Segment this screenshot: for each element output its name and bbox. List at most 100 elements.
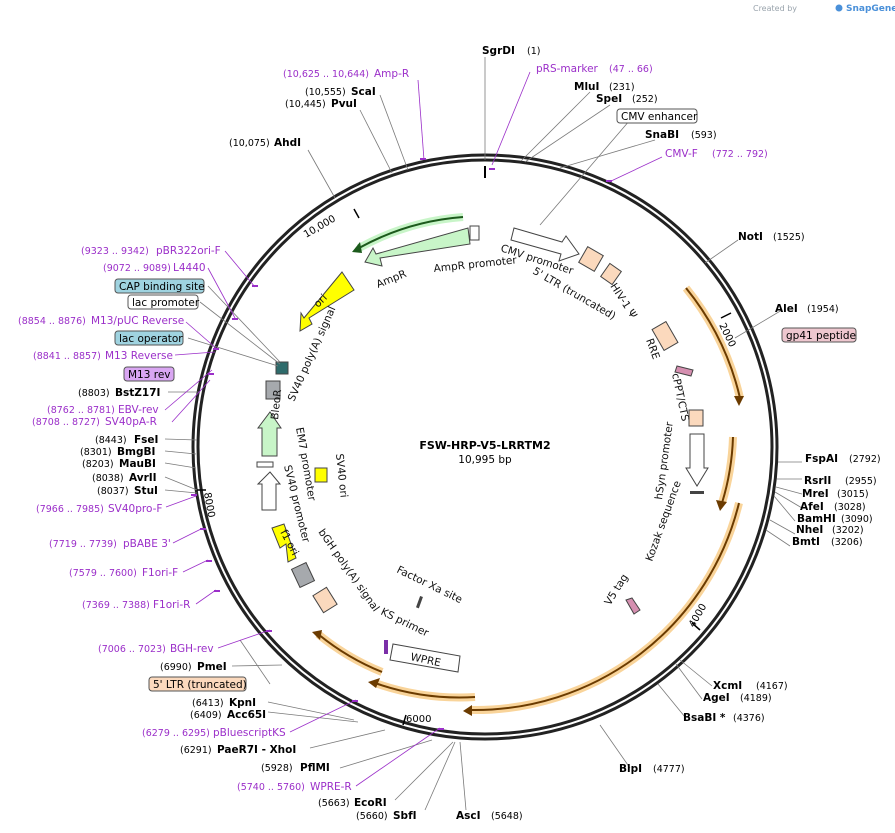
enzyme-xcmi: XcmI (713, 680, 742, 692)
enzyme-sgrdi: SgrDI (482, 45, 515, 57)
sv40-polya-shape (275, 361, 289, 375)
enzyme-acc65i: Acc65I (227, 709, 266, 721)
snapgene-brand: SnapGene (846, 4, 895, 14)
primer-cmv-f-pos: (772 .. 792) (712, 149, 768, 160)
ori-arrow (299, 271, 355, 332)
enzyme-xcmi-pos: (4167) (756, 681, 788, 692)
bgh-polya-shape (290, 561, 316, 589)
box-gp41-peptide (781, 327, 857, 343)
enzyme-pflmi-pos: (5928) (261, 763, 293, 774)
enzyme-pvui: PvuI (331, 98, 357, 110)
v5-tag-shape (625, 597, 641, 615)
primer-ebv-rev-pos: (8762 .. 8781) (47, 405, 115, 416)
bleor-arrow (257, 411, 282, 457)
plasmid-length: 10,995 bp (458, 454, 512, 466)
enzyme-sbfi: SbfI (393, 810, 417, 822)
plasmid-name: FSW-HRP-V5-LRRTM2 (419, 439, 550, 452)
box-cap-binding-site-text: CAP binding site (119, 281, 205, 293)
primer-f1ori-r: F1ori-R (153, 599, 190, 611)
features (256, 225, 709, 673)
enzyme-fspai: FspAI (805, 453, 838, 465)
feature-bleor: BleoR (269, 389, 284, 420)
enzyme-nhei: NheI (796, 524, 823, 536)
f1-ori-arrow (271, 523, 297, 563)
enzyme-scai-pos: (10,555) (305, 87, 346, 98)
enzyme-bmgbi: BmgBI (117, 446, 155, 458)
enzyme-agei: AgeI (703, 692, 730, 704)
enzyme-paer7i-xhoi-pos: (6291) (180, 745, 212, 756)
enzyme-mlui-pos: (231) (609, 82, 635, 93)
primer-bgh-rev-pos: (7006 .. 7023) (98, 644, 166, 655)
primer-wpre-r-pos: (5740 .. 5760) (237, 782, 305, 793)
feature-v5-tag: V5 tag (602, 572, 630, 608)
primer-leader-lines (164, 71, 663, 787)
enzyme-ahdi-pos: (10,075) (229, 138, 270, 149)
enzyme-fsei-pos: (8443) (95, 435, 127, 446)
feature-factor-xa: Factor Xa site (395, 564, 464, 606)
primer-cmv-f: CMV-F (665, 148, 698, 160)
ltr-truncated-bottom-shape (312, 586, 338, 614)
primer-m13-reverse: M13 Reverse (105, 350, 173, 362)
enzyme-snabi: SnaBI (645, 129, 679, 141)
enzyme-sgrdi-pos: (1) (527, 46, 540, 57)
enzyme-pmei-pos: (6990) (160, 662, 192, 673)
primer-pbr322ori-f-pos: (9323 .. 9342) (81, 246, 149, 257)
hsyn-promoter-arrow (685, 433, 709, 487)
ks-primer-shape (384, 640, 388, 654)
ampr-promoter-shape (469, 225, 480, 241)
enzyme-bamhi: BamHI (797, 513, 836, 525)
enzyme-mlui: MluI (574, 81, 599, 93)
enzyme-bsabi: BsaBI * (683, 712, 726, 724)
enzyme-avrii-pos: (8038) (92, 473, 124, 484)
primer-sv40pa-r: SV40pA-R (105, 416, 157, 428)
box-m13-rev-text: M13 rev (128, 369, 171, 381)
feature-ampr-promoter: AmpR promoter (433, 254, 518, 275)
enzyme-mrei: MreI (802, 488, 829, 500)
enzyme-noti: NotI (738, 231, 763, 243)
rre-shape (651, 320, 679, 352)
enzyme-bamhi-pos: (3090) (841, 514, 873, 525)
primer-amp-r-pos: (10,625 .. 10,644) (283, 69, 369, 80)
enzyme-stui-pos: (8037) (97, 486, 129, 497)
primer-sv40pro-f: SV40pro-F (108, 503, 162, 515)
lac-region-shape (265, 380, 281, 400)
primer-m13-puc-reverse-pos: (8854 .. 8876) (18, 316, 86, 327)
box-cap-binding-site (114, 278, 205, 294)
enzyme-pflmi: PflMI (300, 762, 330, 774)
enzyme-bmgbi-pos: (8301) (80, 447, 112, 458)
enzyme-labels: SgrDI (1) MluI (231) SpeI (252) SnaBI (5… (78, 45, 881, 822)
primer-wpre-r: WPRE-R (310, 781, 352, 793)
enzyme-alei-pos: (1954) (807, 304, 839, 315)
primer-sv40pro-f-pos: (7966 .. 7985) (36, 504, 104, 515)
enzyme-paer7i-xhoi: PaeR7I - XhoI (217, 744, 296, 756)
primer-pbabe-3-pos: (7719 .. 7739) (49, 539, 117, 550)
snapgene-logo-icon (835, 4, 843, 12)
primer-l4440-pos: (9072 .. 9089) (103, 263, 171, 274)
enzyme-nhei-pos: (3202) (832, 525, 864, 536)
tick-8000: 8000 (201, 492, 216, 519)
em7-promoter-shape (256, 461, 274, 468)
tick-6000: 6000 (406, 714, 431, 725)
enzyme-scai: ScaI (351, 86, 376, 98)
boxed-labels: CMV enhancer gp41 peptide CAP binding si… (114, 108, 857, 692)
enzyme-kpni: KpnI (229, 697, 256, 709)
enzyme-fspai-pos: (2792) (849, 454, 881, 465)
enzyme-kpni-pos: (6413) (192, 698, 224, 709)
sv40-ori-shape (314, 467, 328, 483)
primer-prs-marker: pRS-marker (536, 63, 599, 75)
enzyme-snabi-pos: (593) (691, 130, 717, 141)
primer-bgh-rev: BGH-rev (170, 643, 214, 655)
cmv-promoter-arrow (510, 227, 580, 262)
primer-m13-puc-reverse: M13/pUC Reverse (91, 315, 184, 327)
enzyme-blpi-pos: (4777) (653, 764, 685, 775)
enzyme-bstz17i: BstZ17I (115, 387, 160, 399)
kozak-shape (690, 491, 704, 494)
ampr-arrow (364, 227, 471, 267)
primer-pbr322ori-f: pBR322ori-F (156, 245, 221, 257)
feature-sv40-polya: SV40 poly(A) signal (286, 305, 339, 404)
enzyme-stui: StuI (134, 485, 158, 497)
primer-f1ori-f-pos: (7579 .. 7600) (69, 568, 137, 579)
position-ticks: 2000 4000 6000 8000 10,000 (196, 208, 737, 726)
primer-ebv-rev: EBV-rev (118, 404, 159, 416)
